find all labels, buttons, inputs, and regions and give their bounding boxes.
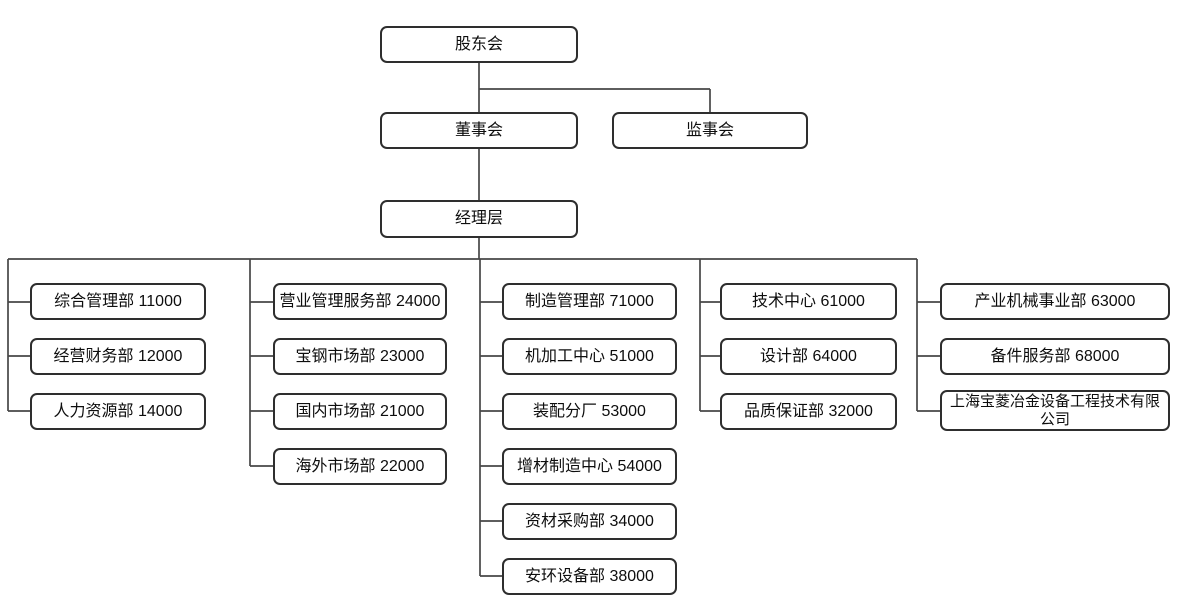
- org-node: 技术中心 61000: [720, 283, 897, 320]
- org-node: 营业管理服务部 24000: [273, 283, 447, 320]
- org-node: 安环设备部 38000: [502, 558, 677, 595]
- org-node: 经营财务部 12000: [30, 338, 206, 375]
- org-node: 机加工中心 51000: [502, 338, 677, 375]
- node-supervisory-board: 监事会: [612, 112, 808, 149]
- org-node: 上海宝菱冶金设备工程技术有限公司: [940, 390, 1170, 431]
- org-node: 装配分厂 53000: [502, 393, 677, 430]
- org-node: 产业机械事业部 63000: [940, 283, 1170, 320]
- org-node: 品质保证部 32000: [720, 393, 897, 430]
- org-node: 海外市场部 22000: [273, 448, 447, 485]
- node-management-level: 经理层: [380, 200, 578, 238]
- org-node: 人力资源部 14000: [30, 393, 206, 430]
- org-node: 制造管理部 71000: [502, 283, 677, 320]
- org-node: 国内市场部 21000: [273, 393, 447, 430]
- node-shareholders-meeting: 股东会: [380, 26, 578, 63]
- org-node: 备件服务部 68000: [940, 338, 1170, 375]
- node-board-of-directors: 董事会: [380, 112, 578, 149]
- org-node: 增材制造中心 54000: [502, 448, 677, 485]
- org-node: 设计部 64000: [720, 338, 897, 375]
- org-node: 综合管理部 11000: [30, 283, 206, 320]
- org-node: 资材采购部 34000: [502, 503, 677, 540]
- org-node: 宝钢市场部 23000: [273, 338, 447, 375]
